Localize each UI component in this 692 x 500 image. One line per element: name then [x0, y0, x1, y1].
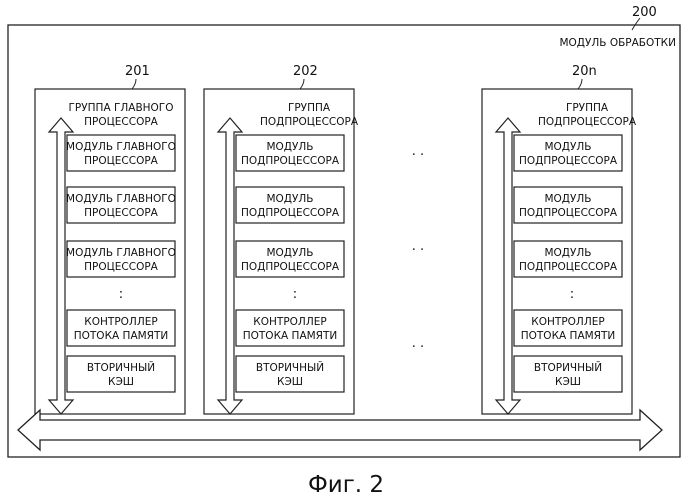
processor-unit-label-line1: МОДУЛЬ [544, 247, 591, 259]
group-ref-leader [300, 79, 304, 89]
group-20n: 20n ГРУППА ПОДПРОЦЕССОРА МОДУЛЬ ПОДПРОЦЕ… [482, 64, 637, 414]
processor-unit-label-line2: ПОДПРОЦЕССОРА [241, 155, 340, 167]
processor-unit-label-line1: МОДУЛЬ ГЛАВНОГО [66, 247, 176, 259]
processor-unit-label-line2: ПОДПРОЦЕССОРА [519, 155, 618, 167]
group-title-line2: ПРОЦЕССОРА [84, 116, 159, 128]
group-title-line2: ПОДПРОЦЕССОРА [260, 116, 359, 128]
figure-caption: Фиг. 2 [308, 472, 384, 498]
processor-unit-label-line2: ПОДПРОЦЕССОРА [519, 207, 618, 219]
group-title-line1: ГРУППА [288, 102, 331, 114]
horizontal-ellipsis: . . [412, 336, 424, 351]
group-ref-label: 201 [125, 64, 150, 79]
processor-unit-label-line2: ПОДПРОЦЕССОРА [241, 261, 340, 273]
memory-controller-label-line2: ПОТОКА ПАМЯТИ [521, 330, 616, 342]
secondary-cache-label-line2: КЭШ [108, 376, 134, 388]
processor-unit-label-line1: МОДУЛЬ [266, 247, 313, 259]
module-title: МОДУЛЬ ОБРАБОТКИ [559, 37, 676, 49]
group-ref-label: 20n [572, 64, 597, 79]
processor-unit-label-line2: ПРОЦЕССОРА [84, 207, 159, 219]
secondary-cache-label-line2: КЭШ [555, 376, 581, 388]
processor-unit-label-line2: ПОДПРОЦЕССОРА [241, 207, 340, 219]
processor-unit-label-line2: ПОДПРОЦЕССОРА [519, 261, 618, 273]
memory-controller-label-line1: КОНТРОЛЛЕР [253, 316, 326, 328]
processor-unit-label-line2: ПРОЦЕССОРА [84, 261, 159, 273]
vertical-ellipsis: : [119, 287, 123, 302]
group-201: 201 ГРУППА ГЛАВНОГО ПРОЦЕССОРА МОДУЛЬ ГЛ… [35, 64, 185, 414]
memory-controller-label-line2: ПОТОКА ПАМЯТИ [243, 330, 338, 342]
vertical-ellipsis: : [293, 287, 297, 302]
group-title-line1: ГРУППА ГЛАВНОГО [69, 102, 174, 114]
group-ref-leader [132, 79, 136, 89]
secondary-cache-label-line1: ВТОРИЧНЫЙ [534, 361, 602, 374]
vertical-ellipsis: : [570, 287, 574, 302]
memory-controller-label-line1: КОНТРОЛЛЕР [531, 316, 604, 328]
processor-unit-label-line1: МОДУЛЬ [544, 193, 591, 205]
processor-unit-label-line1: МОДУЛЬ [266, 193, 313, 205]
processor-unit-label-line1: МОДУЛЬ ГЛАВНОГО [66, 193, 176, 205]
processor-unit-label-line1: МОДУЛЬ [266, 141, 313, 153]
group-ref-label: 202 [293, 64, 318, 79]
group-202: 202 ГРУППА ПОДПРОЦЕССОРА МОДУЛЬ ПОДПРОЦЕ… [204, 64, 359, 414]
processor-unit-label-line1: МОДУЛЬ [544, 141, 591, 153]
horizontal-ellipsis: . . [412, 239, 424, 254]
memory-controller-label-line1: КОНТРОЛЛЕР [84, 316, 157, 328]
group-title-line2: ПОДПРОЦЕССОРА [538, 116, 637, 128]
module-ref-label: 200 [632, 5, 657, 20]
group-title-line1: ГРУППА [566, 102, 609, 114]
group-ref-leader [578, 79, 582, 89]
main-bus-arrow [18, 410, 662, 450]
horizontal-ellipsis: . . [412, 144, 424, 159]
processor-unit-label-line2: ПРОЦЕССОРА [84, 155, 159, 167]
memory-controller-label-line2: ПОТОКА ПАМЯТИ [74, 330, 169, 342]
secondary-cache-label-line1: ВТОРИЧНЫЙ [87, 361, 155, 374]
secondary-cache-label-line2: КЭШ [277, 376, 303, 388]
processor-unit-label-line1: МОДУЛЬ ГЛАВНОГО [66, 141, 176, 153]
secondary-cache-label-line1: ВТОРИЧНЫЙ [256, 361, 324, 374]
